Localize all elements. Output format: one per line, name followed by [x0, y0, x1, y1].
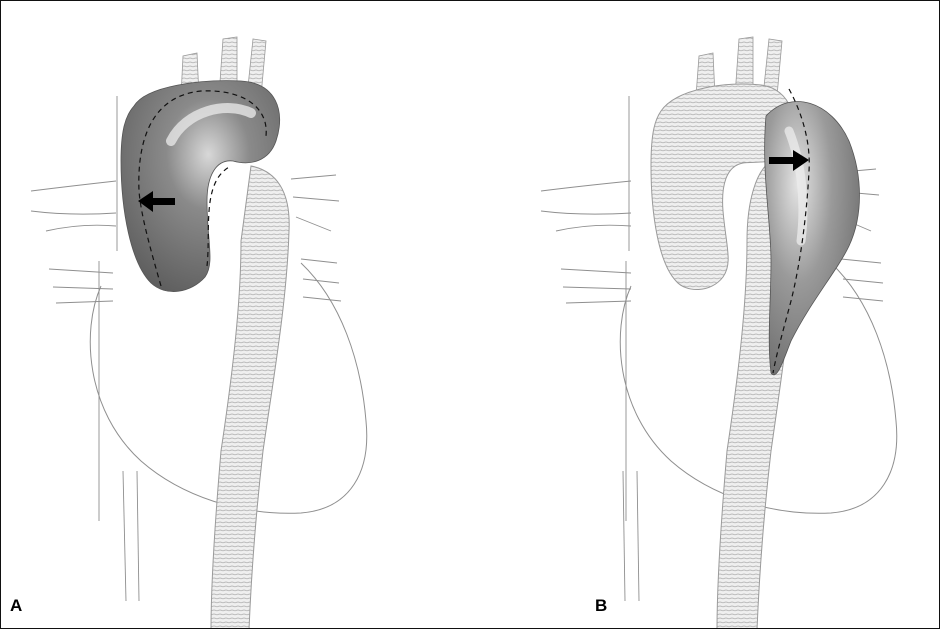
panel-a-drawing: [1, 1, 471, 629]
panel-b: B: [471, 1, 940, 629]
panel-a-label: A: [10, 596, 22, 616]
panel-b-label: B: [595, 596, 607, 616]
panel-b-drawing: [471, 1, 940, 629]
descending-aorta-highlight: [765, 101, 860, 374]
panel-a: A: [1, 1, 471, 629]
descending-aorta: [211, 166, 289, 629]
